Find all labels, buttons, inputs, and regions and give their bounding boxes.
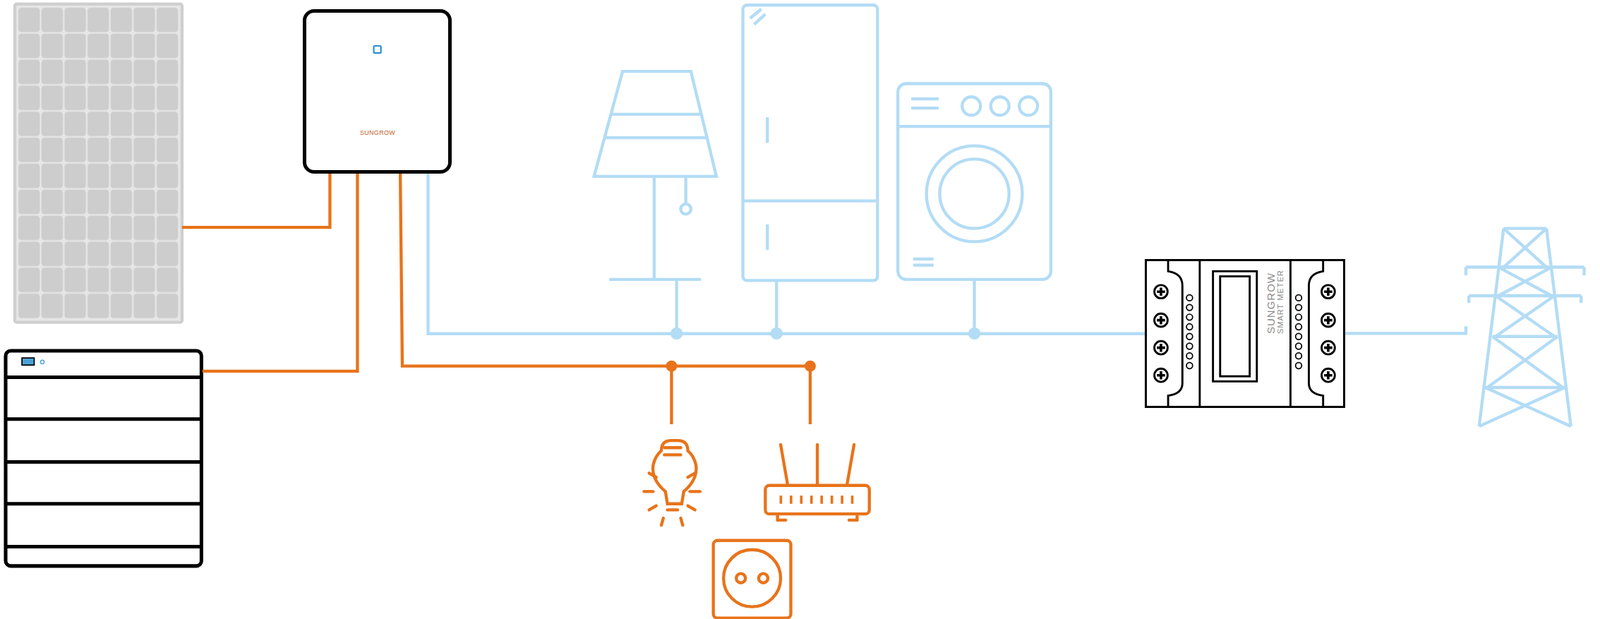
brand-label: SUNGROW [359, 129, 396, 137]
device-label: SMART METER [1276, 270, 1285, 335]
backup-loads [643, 440, 869, 618]
smart-meter-details [1154, 261, 1336, 406]
inverter-box: SUNGROW [302, 9, 452, 174]
vertical-label-group: SUNGROWSMART METER [1264, 270, 1284, 335]
smart-meter-box: SUNGROWSMART METER [1144, 259, 1346, 408]
grid-tower [1465, 228, 1585, 427]
home-loads [594, 4, 1466, 334]
battery [5, 350, 202, 567]
dc-wires [182, 173, 811, 425]
inverter-led [374, 45, 382, 53]
ac-bus-wire [428, 173, 1145, 334]
solar-panel [14, 4, 183, 323]
brand-label: SUNGROW [1264, 270, 1277, 335]
